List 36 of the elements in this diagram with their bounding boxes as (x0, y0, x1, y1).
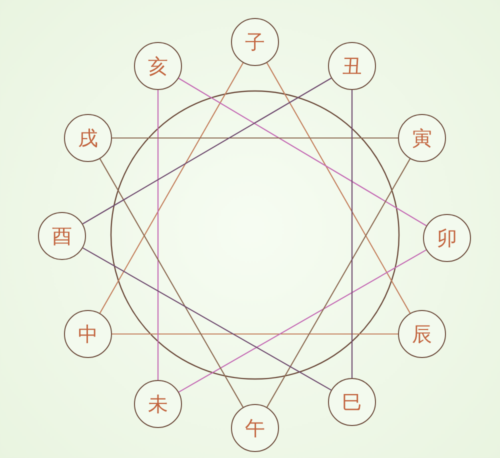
branch-label: 丑 (342, 56, 362, 76)
connector-line (157, 90, 159, 380)
branch-circle (134, 42, 182, 90)
branch-label: 卯 (437, 228, 457, 248)
connector-line (99, 62, 244, 314)
branch-label: 辰 (412, 324, 432, 344)
connector-line (82, 78, 332, 224)
branch-label: 未 (148, 394, 168, 414)
branch-circle (134, 380, 182, 428)
connector-line (82, 247, 332, 391)
branch-circle (398, 310, 446, 358)
branch-circle (38, 212, 86, 260)
branch-label: 酉 (52, 226, 72, 246)
branch-label: 戌 (78, 128, 98, 148)
branch-label: 子 (245, 32, 265, 52)
connector-line (178, 78, 427, 226)
connector-line (266, 158, 410, 408)
branch-circle (231, 18, 279, 66)
branch-label: 寅 (412, 128, 432, 148)
branch-circle (423, 214, 471, 262)
connector-line (100, 158, 244, 408)
branch-label: 巳 (342, 392, 362, 412)
branch-label: 中 (78, 324, 98, 344)
connector-line (178, 249, 426, 393)
branch-circle (398, 114, 446, 162)
connector-line (266, 62, 411, 314)
branch-circle (64, 310, 112, 358)
connector-line (351, 90, 353, 378)
branch-circle (231, 404, 279, 452)
branch-circle (328, 42, 376, 90)
connector-line (112, 137, 398, 139)
connector-line (112, 333, 398, 335)
branch-label: 亥 (148, 56, 168, 76)
branch-circle (328, 378, 376, 426)
branch-circle (64, 114, 112, 162)
branch-label: 午 (245, 418, 265, 438)
